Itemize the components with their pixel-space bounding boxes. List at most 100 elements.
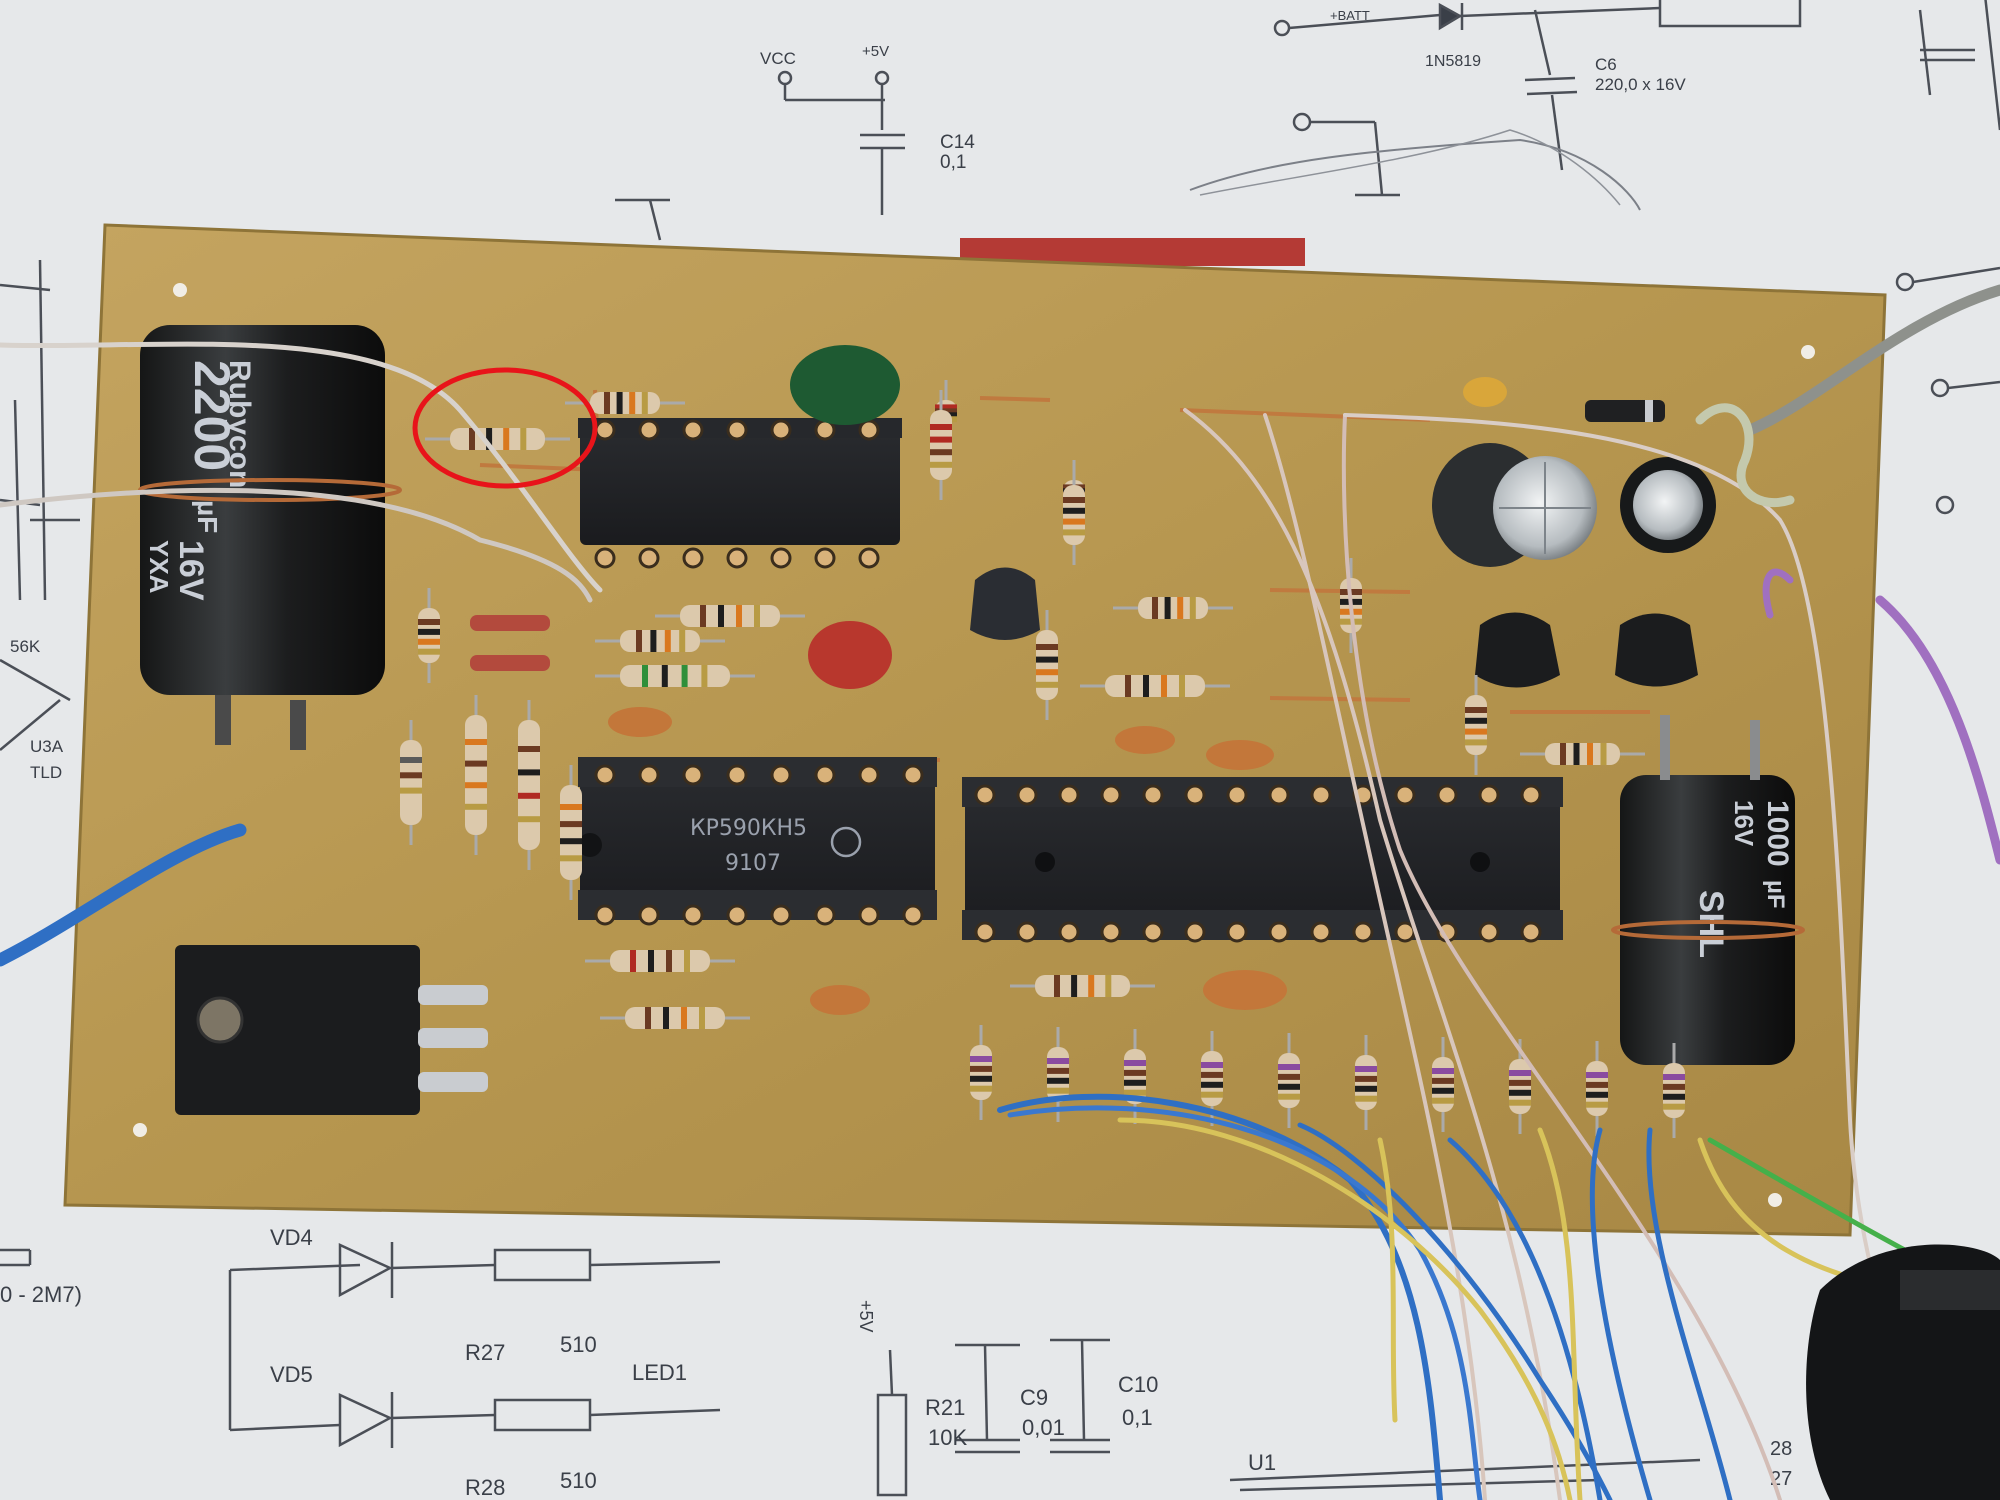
- label-u1: U1: [1248, 1450, 1276, 1475]
- resistor: [1545, 743, 1620, 765]
- cap-big-brand: Rubycon: [223, 360, 256, 488]
- resistor: [1278, 1053, 1300, 1108]
- ic-pin: [858, 419, 880, 441]
- resistor: [1047, 1047, 1069, 1102]
- ic-pin: [1310, 921, 1332, 943]
- ic-pin: [594, 764, 616, 786]
- ic-pin: [638, 419, 660, 441]
- cap-big-unit: µF: [192, 500, 223, 533]
- ic-pin: [1016, 784, 1038, 806]
- ic-pin: [1520, 784, 1542, 806]
- ic-pin: [1520, 921, 1542, 943]
- ic-pin: [1100, 921, 1122, 943]
- ic-pin: [638, 547, 660, 569]
- ic-dip28-pins: [974, 784, 1542, 943]
- label-plus5v: +5V: [862, 43, 889, 60]
- resistor: [1509, 1059, 1531, 1114]
- ic-pin: [1310, 784, 1332, 806]
- ic-pin: [726, 904, 748, 926]
- ic-pin: [902, 764, 924, 786]
- label-c10-value: 0,1: [1122, 1405, 1153, 1430]
- resistor: [1105, 675, 1205, 697]
- ic-pin: [1142, 921, 1164, 943]
- ic-pin: [1142, 784, 1164, 806]
- resistor: [1063, 485, 1085, 545]
- label-c6-value: 220,0 x 16V: [1595, 75, 1686, 94]
- ic-pin: [1058, 921, 1080, 943]
- ic-pin: [974, 921, 996, 943]
- resistor: [610, 950, 710, 972]
- chip-u2-date: 9107: [725, 851, 781, 876]
- ic-pin: [726, 419, 748, 441]
- pcb-board: [63, 223, 1887, 1237]
- label-plus-batt: +BATT: [1330, 8, 1370, 23]
- diodes: [470, 400, 1665, 671]
- label-c14: C14: [940, 132, 975, 153]
- ic-pin: [814, 904, 836, 926]
- label-r21: R21: [925, 1395, 965, 1420]
- label-r27-value: 510: [560, 1332, 597, 1357]
- label-c9-value: 0,01: [1022, 1415, 1065, 1440]
- resistor: [680, 605, 780, 627]
- wires: [0, 284, 2000, 1500]
- resistor: [1355, 1055, 1377, 1110]
- resistor: [1586, 1061, 1608, 1116]
- resistor: [620, 630, 700, 652]
- ic-dip14-pins: [594, 419, 880, 569]
- label-c10: C10: [1118, 1372, 1158, 1397]
- resistor: [1138, 597, 1208, 619]
- cap-big-series: YXA: [144, 540, 174, 594]
- resistor: [1036, 630, 1058, 700]
- label-r21-value: 10K: [928, 1425, 967, 1450]
- ic-dip28: [962, 777, 1563, 940]
- ic-pin: [1016, 921, 1038, 943]
- ic-kr590kn5: КР590КН5 9107: [578, 757, 937, 920]
- capacitor-small-pair: [1432, 443, 1716, 567]
- ic-pin: [770, 419, 792, 441]
- ic-pin: [1268, 921, 1290, 943]
- label-r28-value: 510: [560, 1468, 597, 1493]
- ic-pin: [858, 547, 880, 569]
- resistor: [1663, 1063, 1685, 1118]
- ic-pin: [682, 764, 704, 786]
- ic-pin: [1478, 921, 1500, 943]
- ic-pin: [1394, 784, 1416, 806]
- cap-right-value: 1000: [1761, 800, 1794, 867]
- resistor: [518, 720, 540, 850]
- cap-right-voltage: 16V: [1729, 800, 1759, 847]
- cap-big-value: 2200: [184, 360, 240, 471]
- resistor: [625, 1007, 725, 1029]
- cap-big-voltage: 16V: [172, 540, 210, 601]
- ic-pin: [1100, 784, 1122, 806]
- cap-right-unit: µF: [1762, 880, 1789, 909]
- label-c6: C6: [1595, 55, 1617, 74]
- label-vcc: VCC: [760, 49, 796, 68]
- resistor: [590, 392, 660, 414]
- ic-pin: [638, 904, 660, 926]
- ic-pin: [770, 764, 792, 786]
- ic-pin: [858, 904, 880, 926]
- ic-pin: [1226, 921, 1248, 943]
- ic-pin: [1226, 784, 1248, 806]
- label-r28: R28: [465, 1475, 505, 1500]
- resistor: [560, 785, 582, 880]
- label-u3a: U3A: [30, 737, 64, 756]
- ic-pin: [1352, 921, 1374, 943]
- ic-kr590kn5-pins: [594, 764, 924, 926]
- label-1n5819: 1N5819: [1425, 53, 1481, 70]
- label-led1: LED1: [632, 1360, 687, 1385]
- chip-u2-part: КР590КН5: [690, 816, 807, 841]
- ic-pin: [682, 547, 704, 569]
- resistor: [930, 410, 952, 480]
- ic-pin: [1436, 784, 1458, 806]
- resistor: [1432, 1057, 1454, 1112]
- ic-pin: [974, 784, 996, 806]
- resistor: [465, 715, 487, 835]
- ic-pin: [594, 547, 616, 569]
- resistor: [620, 665, 730, 687]
- ic-pin: [814, 764, 836, 786]
- ic-pin: [1394, 921, 1416, 943]
- capacitor-1000uf: 1000 µF 16V SHL: [1611, 715, 1805, 1065]
- ic-pin: [682, 419, 704, 441]
